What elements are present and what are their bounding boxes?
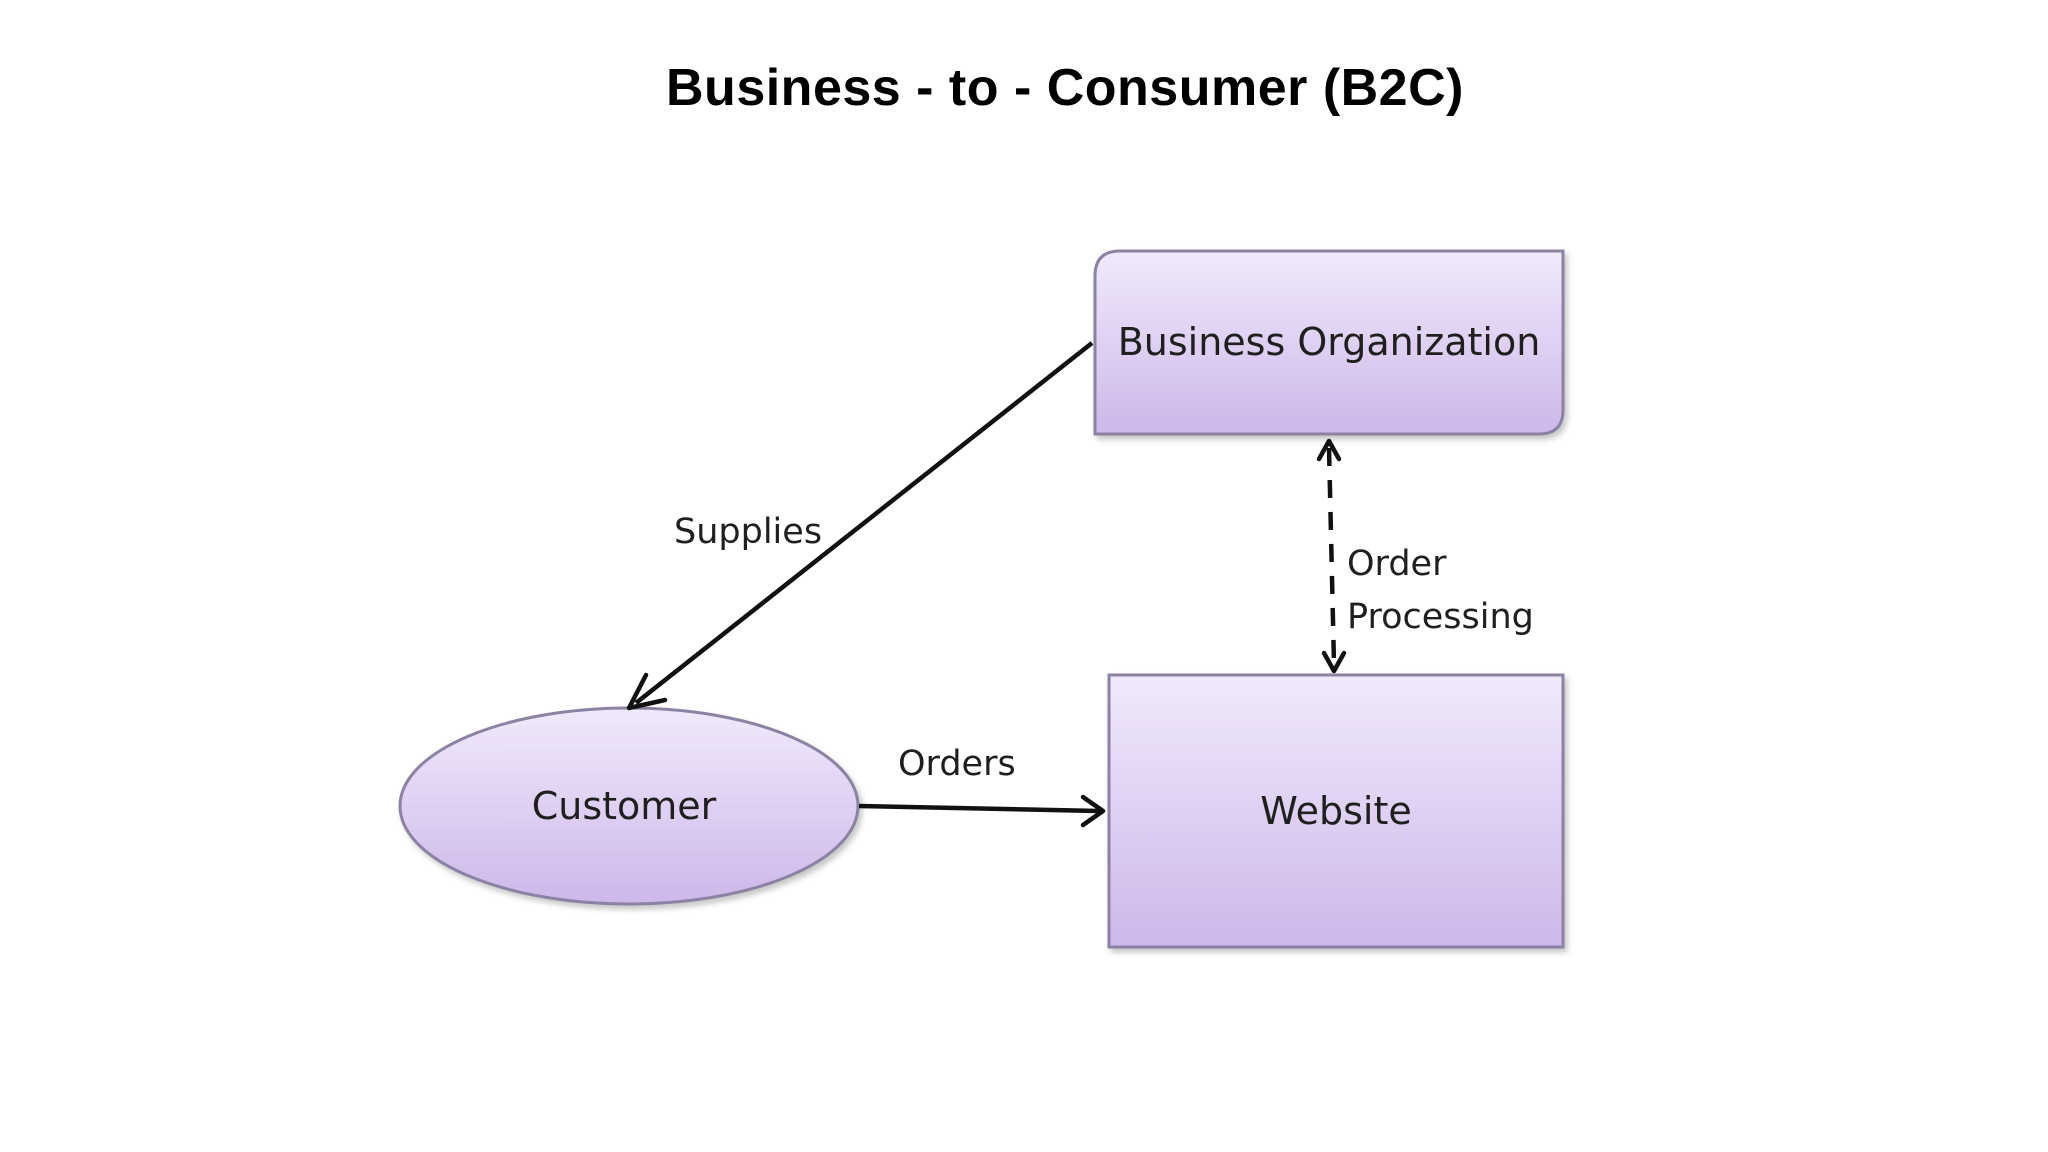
supplies-line (634, 341, 1094, 705)
order-processing-label-line1: Order (1347, 544, 1447, 584)
orders-label: Orders (898, 744, 1016, 784)
order-processing-line (1326, 447, 1337, 665)
order-processing-edge: Order Processing (1316, 438, 1534, 674)
website-shape (1107, 673, 1565, 949)
orders-edge: Orders (858, 744, 1106, 828)
business-organization-node: Business Organization (1093, 249, 1565, 436)
supplies-edge: Supplies (626, 341, 1094, 711)
supplies-label: Supplies (674, 512, 822, 552)
business-organization-label: Business Organization (1118, 320, 1541, 364)
order-processing-down-arrowhead-icon (1321, 650, 1347, 674)
slide-title: Business - to - Consumer (B2C) (666, 59, 1464, 117)
website-label: Website (1260, 789, 1411, 833)
order-processing-label-line2: Processing (1347, 597, 1534, 637)
supplies-arrowhead-icon (626, 672, 668, 711)
order-processing-up-arrowhead-icon (1316, 438, 1342, 462)
orders-line (858, 803, 1100, 814)
customer-label: Customer (532, 784, 717, 828)
website-node: Website (1107, 673, 1565, 949)
customer-node: Customer (398, 706, 860, 906)
orders-arrowhead-icon (1080, 794, 1106, 828)
business-organization-shape (1093, 249, 1565, 436)
